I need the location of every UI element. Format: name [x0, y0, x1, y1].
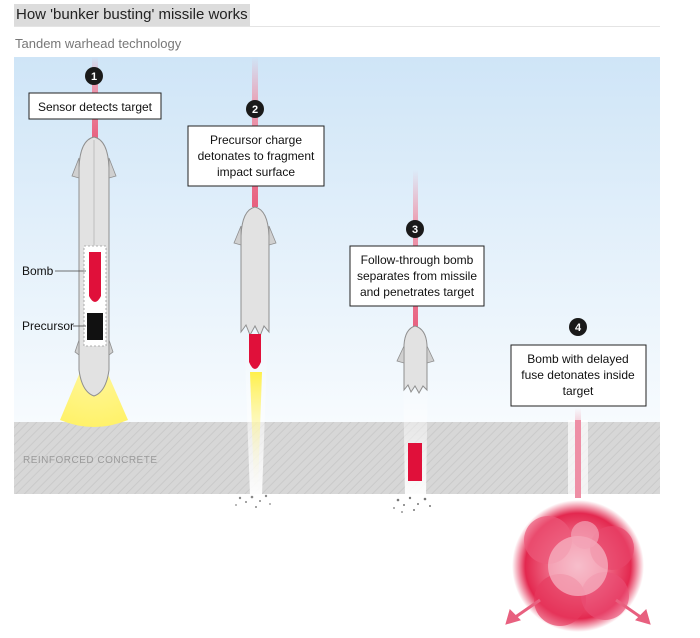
step-badge-4 [569, 318, 587, 336]
step-4-box [510, 344, 647, 407]
laser-beam-shaft [575, 420, 581, 498]
page-subtitle: Tandem warhead technology [15, 36, 182, 51]
missile-fragment [403, 325, 428, 395]
impact-debris [393, 496, 431, 513]
flame-trail [250, 372, 262, 488]
page-title: How 'bunker busting' missile works [14, 4, 250, 26]
tail-fin-left [71, 157, 80, 179]
step-number-3: 3 [412, 224, 418, 236]
concrete-layer [14, 422, 660, 494]
bomb-payload [249, 334, 261, 369]
explosion [512, 500, 644, 632]
tail-fin-right [108, 157, 117, 179]
step-4-text-line-3: target [563, 384, 594, 398]
step-2-text-line-3: impact surface [217, 165, 295, 179]
stage-4: 4 Bomb with delayed fuse detonates insid… [505, 318, 651, 632]
step-1-text: Sensor detects target [38, 100, 153, 114]
step-2-text-line-1: Precursor charge [210, 133, 302, 147]
stage-1: Bomb Precursor 1 Sensor detects target [22, 57, 162, 427]
step-4-text-line-2: fuse detonates inside [521, 368, 635, 382]
canard-right [108, 339, 114, 356]
bomb-label: Bomb [22, 264, 54, 278]
step-badge-1 [85, 67, 103, 85]
step-3-box [349, 245, 485, 307]
step-3-text-line-1: Follow-through bomb [361, 253, 474, 267]
tail-fin-left [396, 345, 405, 364]
stage-3: 3 Follow-through bomb separates from mis… [349, 170, 485, 513]
blast-arrows [505, 598, 651, 625]
stage-2: 2 Precursor charge detonates to fragment… [187, 57, 325, 508]
precursor-charge [87, 313, 103, 340]
step-3-text-line-3: and penetrates target [360, 285, 475, 299]
bomb-payload [89, 252, 101, 302]
tail-fin-right [268, 225, 277, 246]
concrete-label: REINFORCED CONCRETE [23, 455, 158, 466]
tail-fin-left [233, 225, 242, 246]
precursor-label: Precursor [22, 319, 74, 333]
canard-left [74, 339, 80, 356]
step-2-text-line-2: detonates to fragment [198, 149, 315, 163]
step-badge-3 [406, 220, 424, 238]
title-divider [14, 26, 660, 27]
step-number-1: 1 [91, 71, 97, 83]
step-4-text-line-1: Bomb with delayed [527, 352, 628, 366]
step-2-box [187, 125, 325, 187]
step-badge-2 [246, 100, 264, 118]
step-1-box [28, 92, 162, 120]
missile-body [240, 206, 270, 338]
step-number-4: 4 [575, 322, 582, 334]
impact-debris [235, 494, 271, 508]
tail-fin-right [426, 345, 435, 364]
step-number-2: 2 [252, 104, 258, 116]
step-3-text-line-2: separates from missile [357, 269, 477, 283]
bomb-payload [408, 443, 422, 481]
